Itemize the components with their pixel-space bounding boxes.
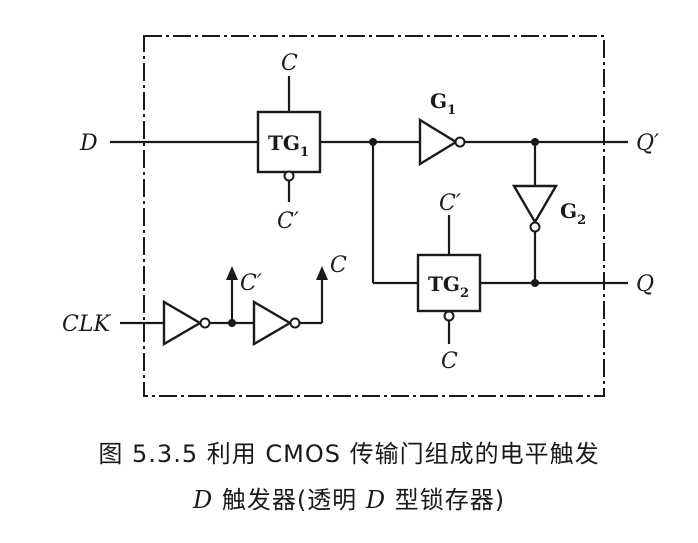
label-tg2-c: C	[441, 349, 458, 374]
inverter-g1	[418, 117, 459, 167]
g2-label: G2	[560, 199, 586, 228]
junction-dot	[369, 138, 377, 146]
arrow-up-icon	[226, 266, 238, 280]
clk-inv2-bubble	[289, 317, 301, 329]
tg1-label: TG1	[268, 131, 309, 160]
tg2-label: TG2	[428, 272, 469, 301]
arrow-up-icon	[316, 266, 328, 280]
label-tg1-cprime: C′	[277, 209, 299, 234]
tg1-inversion-bubble	[283, 170, 295, 182]
inverter-g2	[511, 184, 559, 225]
g1-label: G1	[430, 89, 456, 118]
figure-caption-line2: D 触发器(透明 D 型锁存器)	[0, 480, 698, 515]
caption-d-1: D	[192, 486, 214, 514]
label-clk-c: C	[330, 253, 347, 278]
dashed-enclosure	[143, 35, 605, 397]
label-d: D	[79, 131, 98, 156]
junction-dot	[531, 279, 539, 287]
g2-inversion-bubble	[529, 221, 541, 233]
caption-text-1: 触发器(透明	[213, 486, 366, 514]
label-q-prime: Q′	[636, 131, 659, 156]
label-clk: CLK	[62, 312, 111, 337]
tg2-inversion-bubble	[443, 310, 455, 322]
clk-inv1-bubble	[199, 317, 211, 329]
caption-text-2: 型锁存器)	[386, 486, 506, 514]
label-tg1-c: C	[281, 51, 298, 76]
figure-caption-line1: 图 5.3.5 利用 CMOS 传输门组成的电平触发	[98, 440, 600, 468]
label-tg2-cprime: C′	[439, 191, 461, 216]
clk-inverter-1	[162, 299, 203, 347]
transmission-gate-2	[416, 253, 482, 313]
label-clk-cprime: C′	[240, 271, 262, 296]
label-q: Q	[636, 272, 654, 297]
transmission-gate-1	[256, 110, 322, 174]
junction-dot	[531, 138, 539, 146]
clk-inverter-2	[252, 299, 293, 347]
caption-d-2: D	[365, 486, 387, 514]
g1-inversion-bubble	[454, 136, 466, 148]
